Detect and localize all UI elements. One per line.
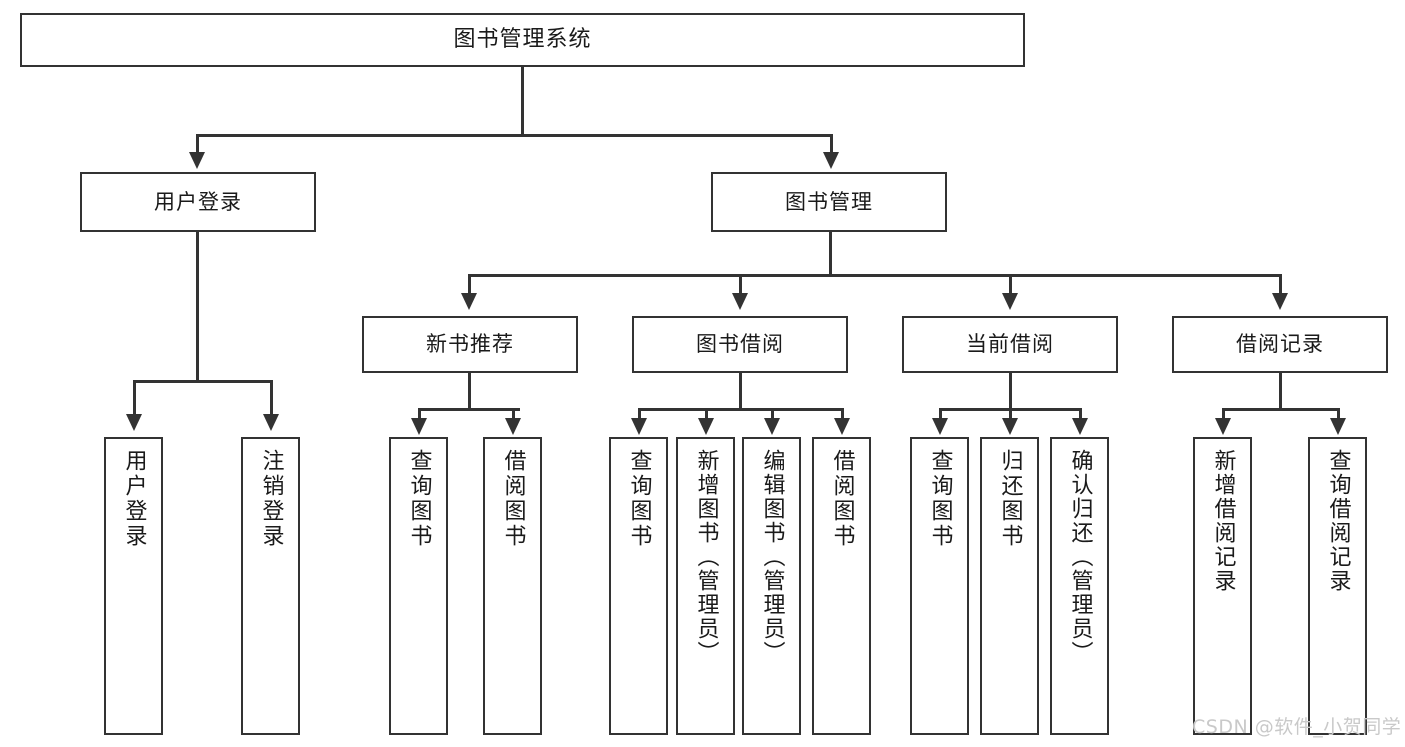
leaf-logout[interactable]: 注销登录 — [241, 437, 300, 735]
connector-bb-drop-1 — [638, 408, 641, 422]
node-book-borrow[interactable]: 图书借阅 — [632, 316, 848, 373]
node-label: 借阅图书 — [829, 449, 855, 549]
connector-root-to-book-mgmt — [830, 134, 833, 156]
connector-user-login-bus — [134, 380, 272, 383]
connector-bb-drop-4 — [841, 408, 844, 422]
leaf-cb-query-book[interactable]: 查询图书 — [910, 437, 969, 735]
node-label: 图书管理系统 — [453, 27, 592, 53]
leaf-cb-confirm-return-admin[interactable]: 确认归还（管理员） — [1050, 437, 1109, 735]
leaf-user-login[interactable]: 用户登录 — [104, 437, 163, 735]
arrowhead-book-mgmt — [823, 152, 839, 169]
node-current-borrow[interactable]: 当前借阅 — [902, 316, 1118, 373]
node-label: 确认归还（管理员） — [1067, 449, 1093, 665]
leaf-nbr-query-book[interactable]: 查询图书 — [389, 437, 448, 735]
connector-cb-drop-3 — [1079, 408, 1082, 422]
arrowhead-cb-leaf-3 — [1072, 418, 1088, 435]
arrowhead-borrow-record — [1272, 293, 1288, 310]
leaf-bb-add-book-admin[interactable]: 新增图书（管理员） — [676, 437, 735, 735]
connector-borrow-record-stem — [1279, 373, 1282, 410]
leaf-nbr-borrow-book[interactable]: 借阅图书 — [483, 437, 542, 735]
node-label: 查询借阅记录 — [1325, 449, 1351, 593]
connector-user-login-right-drop — [270, 380, 273, 418]
node-book-management[interactable]: 图书管理 — [711, 172, 947, 232]
connector-book-borrow-bus — [638, 408, 842, 411]
node-label: 新增图书（管理员） — [693, 449, 719, 665]
connector-br-drop-2 — [1337, 408, 1340, 422]
node-new-book-recommend[interactable]: 新书推荐 — [362, 316, 578, 373]
arrowhead-current-borrow — [1002, 293, 1018, 310]
node-label: 用户登录 — [121, 449, 147, 549]
connector-book-borrow-stem — [739, 373, 742, 410]
connector-root-stem — [521, 67, 524, 135]
connector-root-to-user-login — [196, 134, 199, 156]
arrowhead-bb-leaf-2 — [698, 418, 714, 435]
node-user-login[interactable]: 用户登录 — [80, 172, 316, 232]
arrowhead-br-leaf-2 — [1330, 418, 1346, 435]
node-label: 新增借阅记录 — [1210, 449, 1236, 593]
connector-new-book-drop-2 — [512, 408, 515, 422]
arrowhead-user-login — [189, 152, 205, 169]
arrowhead-new-book-recommend — [461, 293, 477, 310]
connector-bb-drop-3 — [771, 408, 774, 422]
connector-book-mgmt-bus — [469, 274, 1281, 277]
node-label: 新书推荐 — [426, 332, 514, 357]
connector-cb-drop-2 — [1009, 408, 1012, 422]
leaf-bb-query-book[interactable]: 查询图书 — [609, 437, 668, 735]
leaf-cb-return-book[interactable]: 归还图书 — [980, 437, 1039, 735]
node-label: 查询图书 — [406, 449, 432, 549]
connector-br-drop-1 — [1222, 408, 1225, 422]
arrowhead-bb-leaf-3 — [764, 418, 780, 435]
arrowhead-bb-leaf-4 — [834, 418, 850, 435]
arrowhead-cb-leaf-1 — [932, 418, 948, 435]
connector-new-book-bus — [418, 408, 520, 411]
connector-borrow-record-bus — [1222, 408, 1339, 411]
node-label: 归还图书 — [997, 449, 1023, 549]
connector-user-login-stem — [196, 232, 199, 382]
node-label: 图书管理 — [785, 189, 873, 214]
connector-new-book-stem — [468, 373, 471, 410]
leaf-bb-edit-book-admin[interactable]: 编辑图书（管理员） — [742, 437, 801, 735]
arrowhead-bb-leaf-1 — [631, 418, 647, 435]
node-label: 借阅图书 — [500, 449, 526, 549]
connector-bb-drop-2 — [705, 408, 708, 422]
connector-to-borrow-record — [1279, 274, 1282, 296]
arrowhead-nbr-leaf-1 — [411, 418, 427, 435]
node-label: 注销登录 — [258, 449, 284, 549]
connector-current-borrow-stem — [1009, 373, 1012, 410]
arrowhead-cb-leaf-2 — [1002, 418, 1018, 435]
arrowhead-nbr-leaf-2 — [505, 418, 521, 435]
node-label: 查询图书 — [626, 449, 652, 549]
node-label: 借阅记录 — [1236, 332, 1324, 357]
connector-new-book-drop-1 — [418, 408, 421, 422]
node-root-system[interactable]: 图书管理系统 — [20, 13, 1025, 67]
arrowhead-leaf-user-login — [126, 414, 142, 431]
node-label: 当前借阅 — [966, 332, 1054, 357]
connector-user-login-left-drop — [133, 380, 136, 418]
connector-book-mgmt-stem — [829, 232, 832, 276]
leaf-br-add-record[interactable]: 新增借阅记录 — [1193, 437, 1252, 735]
leaf-br-query-record[interactable]: 查询借阅记录 — [1308, 437, 1367, 735]
node-label: 图书借阅 — [696, 332, 784, 357]
connector-cb-drop-1 — [939, 408, 942, 422]
arrowhead-book-borrow — [732, 293, 748, 310]
connector-to-new-book — [468, 274, 471, 296]
arrowhead-br-leaf-1 — [1215, 418, 1231, 435]
node-borrow-record[interactable]: 借阅记录 — [1172, 316, 1388, 373]
leaf-bb-borrow-book[interactable]: 借阅图书 — [812, 437, 871, 735]
connector-to-current-borrow — [1009, 274, 1012, 296]
connector-to-book-borrow — [739, 274, 742, 296]
connector-root-bus — [197, 134, 833, 137]
node-label: 查询图书 — [927, 449, 953, 549]
arrowhead-leaf-logout — [263, 414, 279, 431]
node-label: 用户登录 — [154, 189, 242, 214]
node-label: 编辑图书（管理员） — [759, 449, 785, 665]
